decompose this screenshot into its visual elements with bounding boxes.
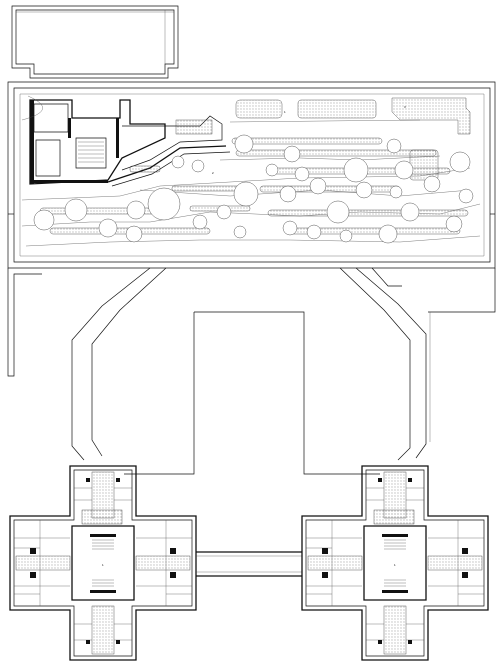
trees [33, 134, 474, 244]
tower-left-label: 1 [102, 563, 104, 567]
tower-left: 1 [9, 465, 197, 661]
annex-building [11, 5, 179, 79]
tower-right-label: 1 [394, 563, 396, 567]
room-label-a: 1 [284, 110, 286, 114]
room-label-c: 3 [404, 105, 406, 109]
tower-left-stair [92, 539, 114, 587]
tower-right-stair [384, 539, 406, 587]
stair [78, 141, 104, 163]
room-label-b: 2 [212, 171, 214, 175]
tower-right: 1 [301, 465, 489, 661]
link-bridge [196, 551, 302, 577]
access-corridors [7, 267, 496, 475]
podium-garden: 1 2 3 [7, 81, 496, 269]
core-building [29, 99, 231, 187]
